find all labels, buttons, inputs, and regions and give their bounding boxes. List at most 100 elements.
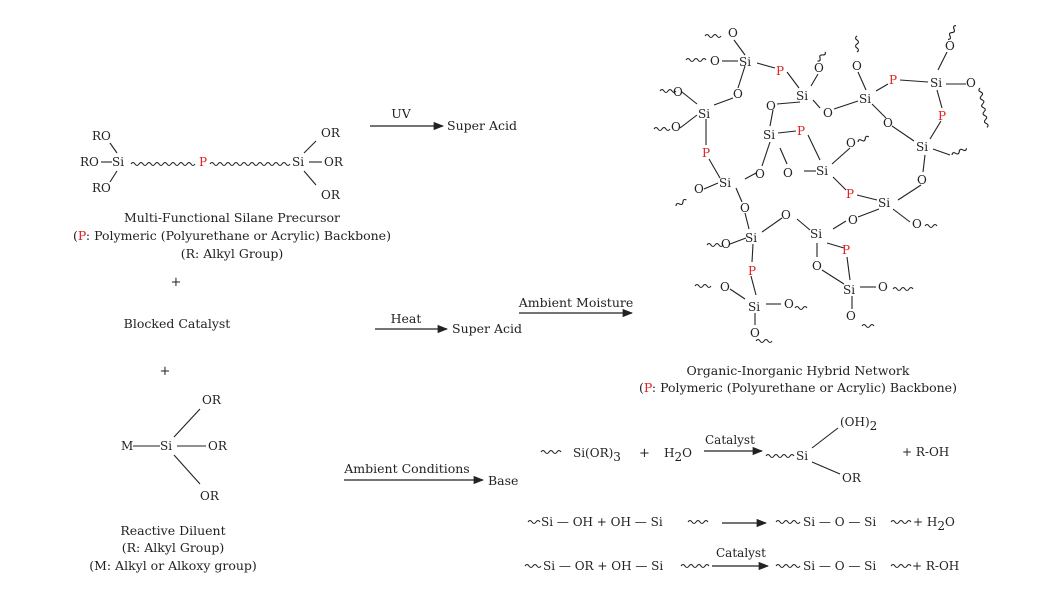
network-bonds (679, 39, 966, 325)
chain-end-wave (685, 57, 707, 63)
precursor-ro-bottom: RO (92, 181, 111, 195)
bond (679, 114, 698, 129)
network-oxygen: O (671, 120, 681, 134)
network-silicon: Si (719, 176, 731, 190)
chain-end-wave (794, 305, 808, 311)
network-polymer-p: P (938, 109, 946, 123)
chain-end-wave (857, 135, 870, 143)
bond (756, 62, 776, 69)
network-polymer-p: P (776, 64, 784, 78)
network-silicon: Si (930, 76, 942, 90)
network-oxygen: O (917, 173, 927, 187)
bond (109, 142, 118, 154)
bond (810, 73, 819, 87)
network-oxygen: O (673, 85, 683, 99)
plus-sign: + (639, 446, 650, 461)
network-silicon: Si (698, 107, 710, 121)
bond (750, 275, 757, 296)
bond (744, 172, 757, 180)
network-oxygen: O (846, 136, 856, 150)
network-oxygen: O (783, 166, 793, 180)
chain-end-wave (951, 148, 968, 156)
bond (733, 39, 746, 56)
bond (811, 461, 841, 475)
condensation-reaction-water: Si — OH + OH — Si Si — O — Si + H2O (527, 515, 955, 533)
hydrolysis-reactant-water: H2O (664, 446, 692, 464)
bond (807, 134, 821, 161)
polymer-chain-wave (130, 161, 196, 167)
chain-end-wave (890, 563, 912, 569)
network-silicon: Si (739, 55, 751, 69)
precursor-or-top: OR (321, 126, 341, 140)
network-polymer-p: P (702, 146, 710, 160)
bond (832, 176, 847, 191)
bond (846, 256, 851, 281)
bond (786, 71, 800, 89)
bond (936, 89, 943, 109)
bond (303, 170, 317, 186)
bond (735, 187, 743, 203)
chain-end-wave (524, 563, 542, 569)
network-polymer-p: P (889, 73, 897, 87)
network-polymer-p: P (797, 124, 805, 138)
chain-end-wave (890, 519, 912, 525)
chain-end-wave (540, 449, 562, 455)
bond (173, 408, 201, 438)
diluent-r-note: (R: Alkyl Group) (122, 540, 225, 555)
bond (922, 154, 926, 173)
network-oxygen: O (733, 87, 743, 101)
super-acid-heat: Super Acid (452, 321, 522, 336)
bond (856, 194, 878, 201)
bond (713, 97, 734, 106)
chain-end-wave (775, 519, 801, 525)
chain-end-wave (675, 198, 687, 207)
condensation2-catalyst-label: Catalyst (716, 546, 766, 560)
network-silicon: Si (816, 164, 828, 178)
network-polymer-p: P (842, 243, 850, 257)
hydrolysis-catalyst-label: Catalyst (705, 433, 755, 447)
uv-label: UV (391, 106, 412, 121)
ambient-conditions-label: Ambient Conditions (343, 461, 469, 476)
precursor-si-right: Si (292, 155, 304, 169)
plus-sign: + (171, 275, 182, 290)
network-polymer-p: P (748, 264, 756, 278)
bond (821, 269, 845, 285)
hybrid-network-structure: O O Si P O O Si O P O Si O O O Si P Si O… (653, 25, 989, 344)
chain-end-wave (861, 323, 875, 329)
silane-precursor-structure: RO RO RO Si P Si OR OR OR (80, 126, 344, 202)
chain-end-wave (978, 87, 989, 128)
condensation2-byproduct: + R-OH (912, 559, 959, 573)
bond (303, 140, 317, 154)
bond (831, 147, 851, 165)
chain-end-wave (892, 286, 914, 292)
network-silicon: Si (843, 283, 855, 297)
bond (833, 100, 859, 110)
bond (769, 109, 774, 127)
hydrolysis-product-oh2: (OH)2 (840, 415, 877, 433)
condensation-reaction-alcohol: Si — OR + OH — Si Catalyst Si — O — Si +… (524, 546, 959, 573)
network-oxygen: O (694, 182, 704, 196)
network-chain-ends (653, 25, 989, 344)
network-caption: Organic-Inorganic Hybrid Network (687, 363, 910, 378)
condensation1-byproduct: + H2O (913, 515, 955, 533)
chain-end-wave (680, 563, 710, 569)
bond (761, 141, 771, 167)
condensation1-product: Si — O — Si (803, 515, 876, 529)
chain-end-wave (694, 283, 712, 289)
network-oxygen: O (781, 208, 791, 222)
bond (796, 218, 811, 231)
network-oxygen: O (784, 297, 794, 311)
chain-end-wave (765, 453, 795, 459)
diluent-or-bottom: OR (200, 489, 220, 503)
diluent-or-right: OR (208, 439, 228, 453)
condensation2-product: Si — O — Si (803, 559, 876, 573)
bond (729, 288, 746, 300)
network-oxygen: O (720, 280, 730, 294)
bond (708, 158, 721, 179)
network-silicon: Si (916, 140, 928, 154)
bond (871, 103, 887, 119)
plus-sign: + (160, 364, 171, 379)
network-oxygen: O (766, 99, 776, 113)
bond (779, 147, 788, 165)
network-oxygen: O (966, 76, 976, 90)
